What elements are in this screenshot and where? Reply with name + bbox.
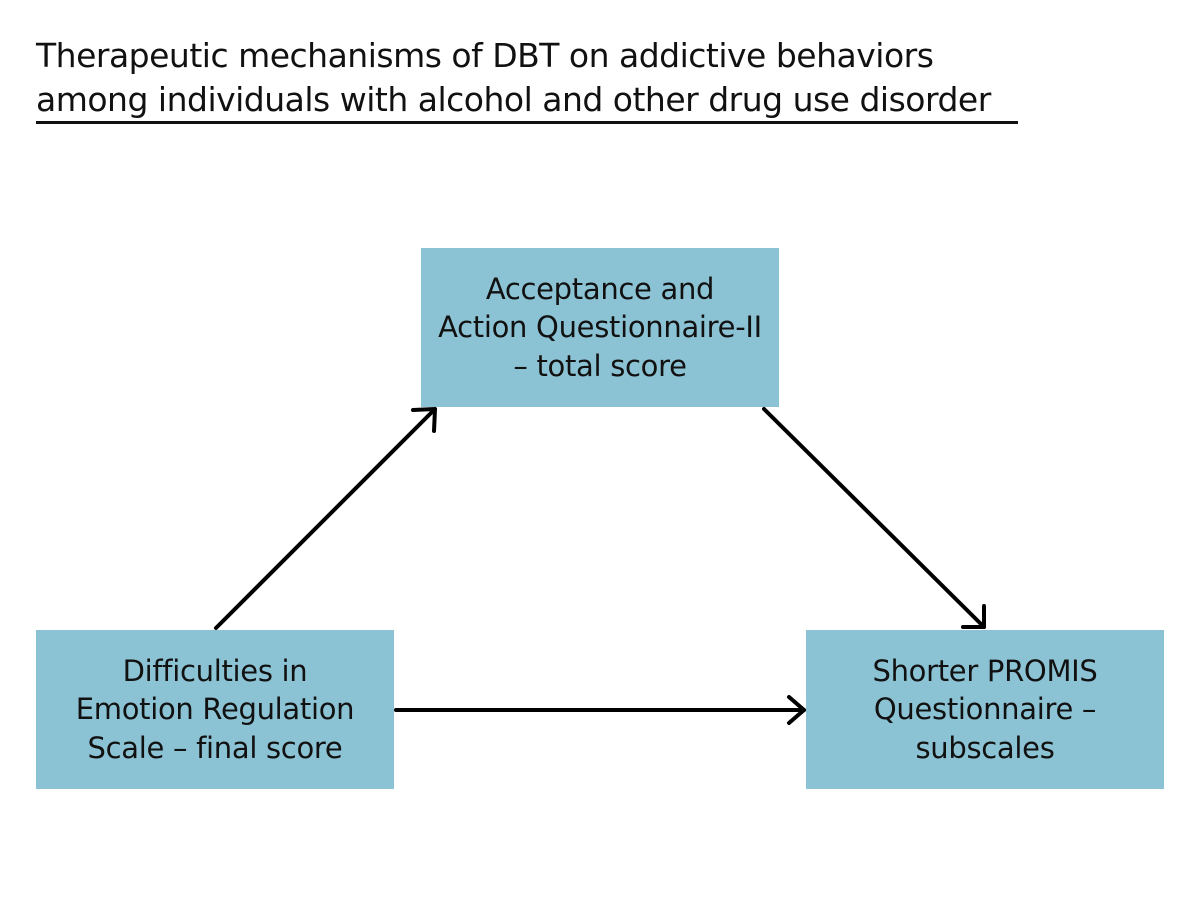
- outcome-label-line-1: Shorter PROMIS: [872, 653, 1098, 688]
- predictor-label-line-2: Emotion Regulation: [75, 692, 355, 727]
- predictor-label-line-3: Scale – final score: [87, 730, 343, 765]
- arrow-mediator-to-outcome-head: [961, 604, 986, 629]
- title-line-1: Therapeutic mechanisms of DBT on addicti…: [36, 36, 934, 75]
- mediator-label-line-1: Acceptance and: [485, 271, 715, 306]
- diagram-title: Therapeutic mechanisms of DBT on addicti…: [36, 34, 1036, 122]
- arrow-predictor-to-outcome-head: [787, 695, 806, 725]
- predictor-box: Difficulties in Emotion Regulation Scale…: [36, 630, 394, 789]
- mediator-label-line-3: – total score: [513, 348, 687, 383]
- arrow-predictor-to-mediator-shaft: [214, 407, 437, 630]
- outcome-label-line-2: Questionnaire –: [873, 692, 1097, 727]
- arrow-mediator-to-outcome-shaft: [762, 407, 986, 629]
- title-line-2: among individuals with alcohol and other…: [36, 80, 991, 119]
- title-underline: [36, 121, 1018, 124]
- mediator-box: Acceptance and Action Questionnaire-II –…: [421, 248, 779, 407]
- predictor-label-line-1: Difficulties in: [122, 653, 308, 688]
- mediator-label-line-2: Action Questionnaire-II: [438, 310, 762, 345]
- outcome-box: Shorter PROMIS Questionnaire – subscales: [806, 630, 1164, 789]
- arrow-predictor-to-mediator-head: [411, 407, 437, 433]
- outcome-label-line-3: subscales: [915, 730, 1055, 765]
